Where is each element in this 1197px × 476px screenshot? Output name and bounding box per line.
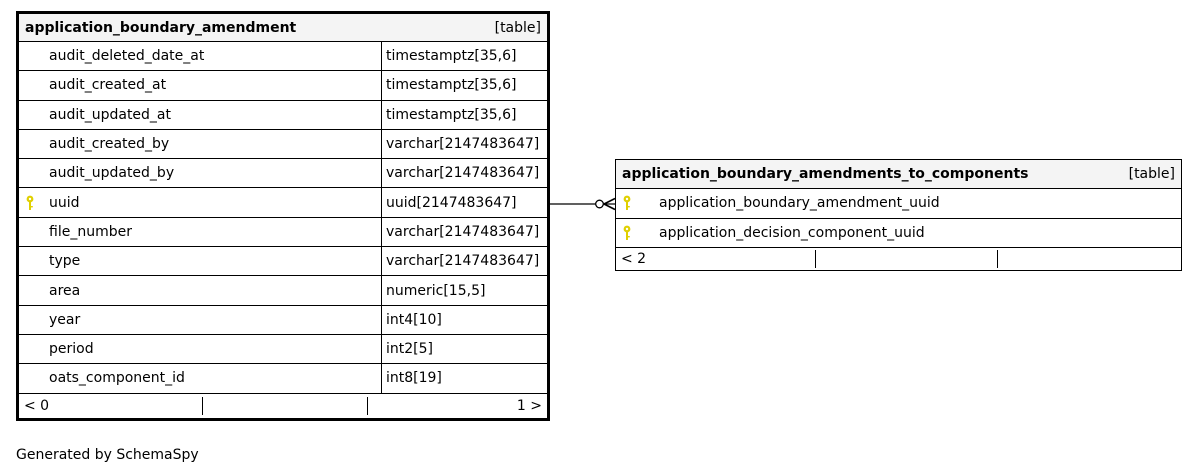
column-name: type	[49, 253, 81, 270]
column-name-cell: area	[19, 276, 382, 305]
column-name-cell: uuid	[19, 188, 382, 217]
table-footer: < 2	[616, 248, 1181, 270]
column-row-application-boundary-amendment-uuid[interactable]: application_boundary_amendment_uuid	[616, 189, 1181, 219]
column-name: audit_deleted_date_at	[49, 48, 205, 65]
table-kind: [table]	[1128, 166, 1175, 182]
column-row-file-number[interactable]: file_number varchar[2147483647]	[19, 217, 547, 248]
column-name-cell: application_decision_component_uuid	[616, 219, 1181, 248]
column-name: file_number	[49, 223, 132, 240]
column-row-audit-created-at[interactable]: audit_created_at timestamptz[35,6]	[19, 71, 547, 101]
table-application-boundary-amendments-to-components[interactable]: application_boundary_amendments_to_compo…	[615, 159, 1182, 271]
column-name-cell: period	[19, 334, 382, 364]
column-type: timestamptz[35,6]	[386, 77, 517, 94]
column-row-audit-updated-by[interactable]: audit_updated_by varchar[2147483647]	[19, 159, 547, 189]
key-icon	[622, 189, 659, 218]
column-name: year	[49, 311, 81, 328]
footer-middle	[816, 250, 998, 268]
column-row-area[interactable]: area numeric[15,5]	[19, 276, 547, 306]
column-name: uuid	[49, 194, 80, 211]
column-type: varchar[2147483647]	[386, 223, 540, 240]
column-name: oats_component_id	[49, 370, 185, 387]
column-type: timestamptz[35,6]	[386, 106, 517, 123]
footer-children[interactable]: 1 >	[516, 397, 542, 414]
column-name-cell: application_boundary_amendment_uuid	[616, 189, 1181, 218]
column-row-type[interactable]: type varchar[2147483647]	[19, 247, 547, 277]
column-row-application-decision-component-uuid[interactable]: application_decision_component_uuid	[616, 219, 1181, 248]
column-name-cell: file_number	[19, 217, 382, 247]
column-name: audit_updated_by	[49, 165, 175, 182]
column-type: timestamptz[35,6]	[386, 48, 517, 65]
crowfoot-lower	[603, 203, 616, 211]
column-name: application_decision_component_uuid	[659, 224, 925, 241]
footer-middle	[203, 396, 368, 415]
column-row-uuid[interactable]: uuid uuid[2147483647]	[19, 188, 547, 218]
column-type: int2[5]	[386, 341, 433, 358]
zero-circle-marker	[595, 199, 604, 209]
column-row-audit-deleted-date-at[interactable]: audit_deleted_date_at timestamptz[35,6]	[19, 42, 547, 72]
column-name-cell: audit_created_by	[19, 129, 382, 159]
table-kind: [table]	[494, 19, 541, 36]
table-header[interactable]: application_boundary_amendment [table]	[19, 14, 547, 42]
column-name: audit_created_at	[49, 77, 167, 94]
column-name: audit_created_by	[49, 136, 170, 153]
column-row-audit-updated-at[interactable]: audit_updated_at timestamptz[35,6]	[19, 100, 547, 130]
column-type: int8[19]	[386, 370, 442, 387]
column-name: application_boundary_amendment_uuid	[659, 195, 940, 212]
table-name: application_boundary_amendments_to_compo…	[622, 166, 1029, 182]
column-name: area	[49, 282, 81, 299]
column-type: varchar[2147483647]	[386, 253, 540, 270]
column-name-cell: audit_created_at	[19, 71, 382, 100]
column-row-oats-component-id[interactable]: oats_component_id int8[19]	[19, 364, 547, 394]
column-row-period[interactable]: period int2[5]	[19, 334, 547, 365]
column-name-cell: type	[19, 247, 382, 276]
column-type: int4[10]	[386, 311, 442, 328]
column-name-cell: audit_updated_at	[19, 100, 382, 129]
column-name-cell: audit_updated_by	[19, 159, 382, 188]
footer-parents[interactable]: < 0	[19, 396, 203, 415]
column-row-year[interactable]: year int4[10]	[19, 305, 547, 335]
column-type: varchar[2147483647]	[386, 165, 540, 182]
column-row-audit-created-by[interactable]: audit_created_by varchar[2147483647]	[19, 129, 547, 160]
column-type: numeric[15,5]	[386, 282, 486, 299]
key-icon	[25, 188, 49, 216]
footer-parents[interactable]: < 2	[616, 250, 816, 268]
column-name-cell: audit_deleted_date_at	[19, 42, 382, 71]
key-icon	[622, 219, 659, 248]
generated-by-caption: Generated by SchemaSpy	[16, 447, 199, 463]
table-footer: < 0 1 >	[19, 394, 547, 418]
table-name: application_boundary_amendment	[25, 19, 297, 36]
column-name: audit_updated_at	[49, 106, 172, 123]
table-application-boundary-amendment[interactable]: application_boundary_amendment [table] a…	[16, 11, 550, 421]
column-name-cell: year	[19, 305, 382, 334]
column-name: period	[49, 341, 94, 358]
crowfoot-upper	[603, 197, 616, 205]
column-type: varchar[2147483647]	[386, 136, 540, 153]
column-name-cell: oats_component_id	[19, 364, 382, 393]
column-type: uuid[2147483647]	[386, 194, 517, 211]
table-header[interactable]: application_boundary_amendments_to_compo…	[616, 160, 1181, 189]
